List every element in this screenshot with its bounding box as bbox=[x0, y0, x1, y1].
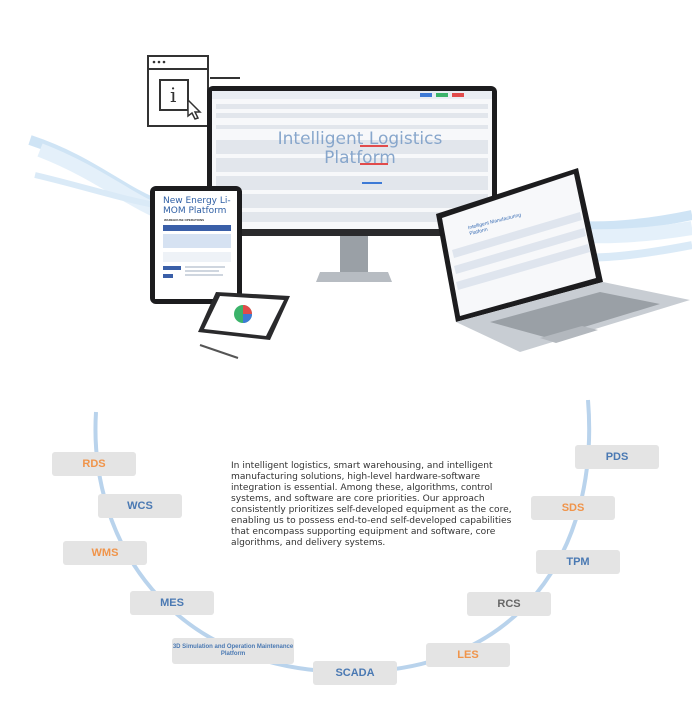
module-rds: RDS bbox=[52, 452, 136, 476]
module-mes-label: MES bbox=[160, 597, 184, 609]
laptop bbox=[436, 168, 690, 352]
small-tablet bbox=[198, 292, 290, 359]
module-scada-label: SCADA bbox=[335, 667, 375, 679]
module-wms-label: WMS bbox=[91, 547, 119, 559]
monitor bbox=[207, 86, 497, 282]
module-mes: MES bbox=[130, 591, 214, 615]
info-window-icon: i bbox=[147, 55, 240, 127]
module-tpm-label: TPM bbox=[566, 556, 590, 568]
module-3d-simulation-label: 3D Simulation and Operation Maintenance … bbox=[172, 644, 294, 657]
module-rcs: RCS bbox=[467, 592, 551, 616]
tablet-title: New Energy Li-MOM Platform bbox=[163, 196, 231, 216]
module-rcs-label: RCS bbox=[497, 598, 521, 610]
module-les: LES bbox=[426, 643, 510, 667]
module-scada: SCADA bbox=[313, 661, 397, 685]
module-wcs-label: WCS bbox=[127, 500, 153, 512]
module-wms: WMS bbox=[63, 541, 147, 565]
module-sds: SDS bbox=[531, 496, 615, 520]
module-tpm: TPM bbox=[536, 550, 620, 574]
module-wcs: WCS bbox=[98, 494, 182, 518]
module-pds-label: PDS bbox=[605, 451, 629, 463]
tablet-subtitle: WAREHOUSE OPERATIONS bbox=[164, 218, 205, 222]
module-pds: PDS bbox=[575, 445, 659, 469]
description-text: In intelligent logistics, smart warehous… bbox=[231, 461, 512, 548]
hero-illustration: i bbox=[28, 55, 692, 359]
svg-text:i: i bbox=[170, 83, 176, 107]
monitor-title: Intelligent Logistics Platform bbox=[277, 129, 443, 168]
tablet bbox=[150, 186, 242, 304]
module-les-label: LES bbox=[457, 649, 479, 661]
module-sds-label: SDS bbox=[561, 502, 585, 514]
module-3d-simulation: 3D Simulation and Operation Maintenance … bbox=[172, 638, 294, 664]
module-rds-label: RDS bbox=[82, 458, 106, 470]
